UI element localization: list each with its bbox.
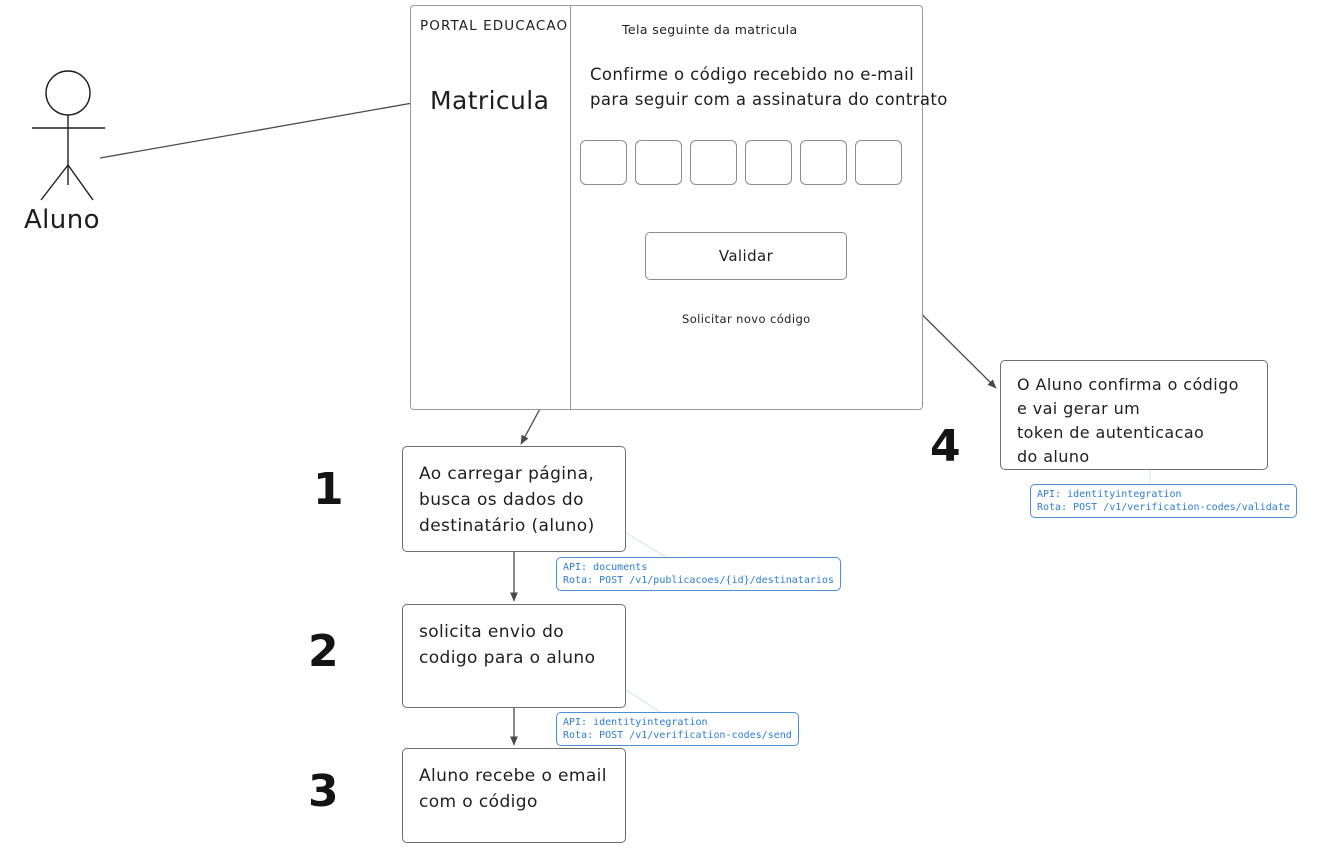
code-digit-input[interactable]: [580, 140, 627, 185]
wireframe-mockup: [410, 5, 923, 410]
actor-label-aluno: Aluno: [24, 205, 100, 235]
step-number-3: 3: [308, 766, 339, 817]
connector-step1-to-api1: [625, 532, 667, 558]
step-box-4: O Aluno confirma o código e vai gerar um…: [1000, 360, 1268, 470]
screen-instruction-text: Confirme o código recebido no e-mail par…: [590, 65, 948, 109]
code-digit-input[interactable]: [635, 140, 682, 185]
connector-step2-to-api2: [625, 689, 661, 713]
stick-figure-icon: [32, 70, 105, 201]
code-digit-input[interactable]: [745, 140, 792, 185]
mockup-sidebar-divider: [570, 6, 571, 409]
step-box-3: Aluno recebe o email com o código: [402, 748, 626, 843]
code-digit-input[interactable]: [800, 140, 847, 185]
api-annotation-documents: API: documents Rota: POST /v1/publicacoe…: [556, 557, 841, 591]
validar-button[interactable]: Validar: [645, 232, 847, 280]
verification-code-inputs: [580, 140, 902, 185]
step-number-4: 4: [930, 421, 961, 472]
api-annotation-send-code: API: identityintegration Rota: POST /v1/…: [556, 712, 799, 746]
api-annotation-validate-code: API: identityintegration Rota: POST /v1/…: [1030, 484, 1297, 518]
portal-title: PORTAL EDUCACAO: [420, 18, 569, 34]
code-digit-input[interactable]: [855, 140, 902, 185]
arrow-actor-to-matricula: [99, 98, 425, 159]
step-box-1: Ao carregar página, busca os dados do de…: [402, 446, 626, 552]
code-digit-input[interactable]: [690, 140, 737, 185]
screen-subtitle: Tela seguinte da matricula: [622, 22, 798, 37]
nav-item-matricula[interactable]: Matricula: [430, 86, 550, 115]
step-number-2: 2: [308, 626, 339, 677]
step-number-1: 1: [313, 464, 344, 515]
step-box-2: solicita envio do codigo para o aluno: [402, 604, 626, 708]
resend-code-link[interactable]: Solicitar novo código: [682, 312, 811, 326]
